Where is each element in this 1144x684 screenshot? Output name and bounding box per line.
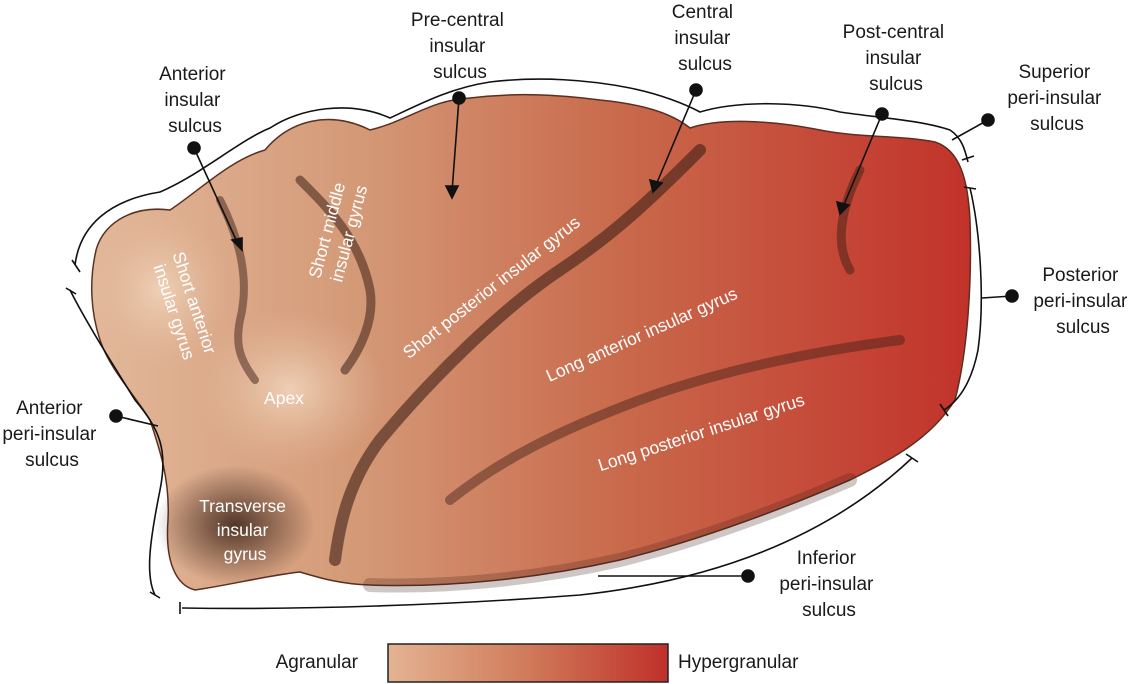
posterior-peri-leader [981, 295, 1013, 299]
anterior-insular-arrowhead [230, 237, 243, 252]
precentral-sulcus-groove [295, 175, 376, 375]
transverse-shadow [155, 465, 315, 585]
anterior-peri-insular-sulcus-label: Anterior peri-insular sulcus [2, 398, 101, 471]
postcentral-sulcus-groove [836, 165, 865, 275]
inferior-peri-insular-sulcus-label: Inferior peri-insular sulcus [779, 548, 878, 621]
precentral-insular-sulcus-label: Pre-central insular sulcus [411, 10, 509, 83]
posterior-peri-insular-sulcus-label: Posterior peri-insular sulcus [1033, 265, 1132, 338]
transverse-gyrus-label: Transverse insular gyrus [199, 496, 291, 564]
anterior-sulcus-groove [216, 196, 259, 384]
bottom-right-tick [905, 453, 919, 463]
superior-peri-leader [951, 119, 989, 141]
left-bottom-tick [149, 591, 161, 599]
legend-high-label: Hypergranular [678, 652, 799, 673]
insula-surface [90, 93, 972, 593]
central-arrowhead [648, 178, 664, 194]
anterior-insular-leader [193, 147, 239, 245]
short-anterior-region [90, 210, 230, 370]
left-top-tick [65, 287, 77, 295]
central-insular-sulcus-label: Central insular sulcus [672, 2, 739, 75]
superior-peri-insular-sulcus-label: Superior peri-insular sulcus [1007, 62, 1106, 135]
anterior-peri-leader [115, 415, 159, 427]
right-bottom-tick [939, 403, 949, 417]
top-left-tick [71, 259, 81, 273]
central-sulcus-groove [329, 144, 706, 566]
precentral-arrowhead [444, 185, 460, 200]
apex-label: Apex [264, 388, 304, 408]
central-leader [655, 89, 697, 186]
inferior-shadow [363, 473, 857, 593]
right-top-tick [963, 186, 977, 190]
precentral-leader [451, 97, 460, 193]
granularity-legend: Agranular Hypergranular [276, 643, 799, 683]
top-right-tick [961, 155, 975, 161]
bottom-boundary-line [181, 457, 913, 610]
anterior-insular-sulcus-label: Anterior insular sulcus [159, 64, 231, 137]
right-boundary-line [943, 187, 983, 411]
postcentral-arrowhead [835, 200, 851, 216]
legend-low-label: Agranular [276, 652, 359, 673]
postcentral-leader [842, 113, 883, 208]
left-boundary-line [69, 289, 164, 596]
postcentral-insular-sulcus-label: Post-central insular sulcus [843, 22, 950, 95]
top-boundary-line [74, 78, 969, 266]
long-gyri-groove [445, 335, 905, 505]
peri-insular-boundary [65, 78, 983, 614]
callout-labels: Anterior insular sulcus Pre-central insu… [2, 2, 1132, 621]
legend-gradient-bar [387, 643, 669, 683]
callout-pointers [109, 83, 1019, 583]
